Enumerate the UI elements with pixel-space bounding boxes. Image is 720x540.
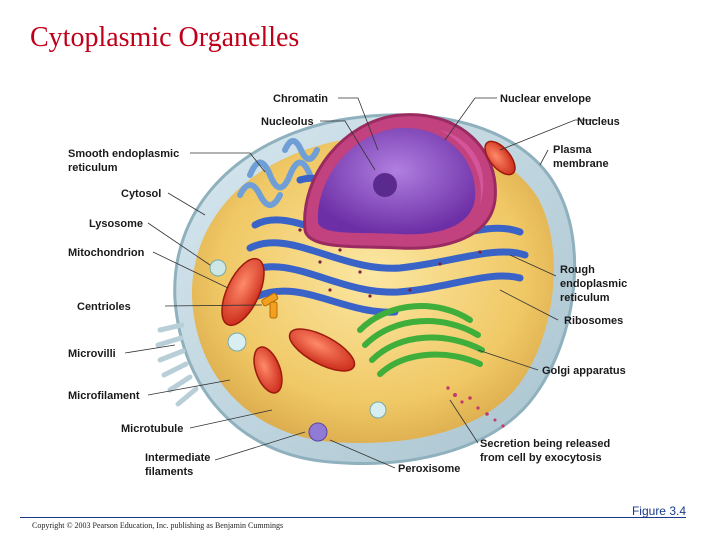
nucleolus-shape <box>373 173 397 197</box>
secretion-granules <box>446 386 505 428</box>
label-microvilli: Microvilli <box>68 348 116 360</box>
centrioles-shape <box>261 292 279 319</box>
vesicle-shape <box>227 332 247 352</box>
label-rough-er-1: Rough <box>560 264 595 276</box>
label-ribosomes: Ribosomes <box>564 315 623 327</box>
label-microfilament: Microfilament <box>68 390 140 402</box>
figure-reference: Figure 3.4 <box>631 504 686 518</box>
label-golgi: Golgi apparatus <box>542 365 626 377</box>
label-intermediate-1: Intermediate <box>145 452 210 464</box>
label-plasma-2: membrane <box>553 158 609 170</box>
label-nucleus: Nucleus <box>577 116 620 128</box>
microvilli-shape <box>155 322 199 407</box>
mitochondria-shapes <box>221 140 516 394</box>
label-secretion-2: from cell by exocytosis <box>480 452 602 464</box>
vesicle-shape <box>369 401 387 419</box>
smooth-er-shape <box>237 138 320 208</box>
label-cytosol: Cytosol <box>121 188 161 200</box>
label-plasma-1: Plasma <box>553 144 592 156</box>
label-nuclear-envelope: Nuclear envelope <box>500 93 591 105</box>
label-lysosome: Lysosome <box>89 218 143 230</box>
label-intermediate-2: filaments <box>145 466 193 478</box>
label-smooth-er-2: reticulum <box>68 162 118 174</box>
label-nucleolus: Nucleolus <box>261 116 314 128</box>
label-centrioles: Centrioles <box>77 301 131 313</box>
footer-rule <box>20 517 686 518</box>
label-secretion-1: Secretion being released <box>480 438 610 450</box>
leader-lines <box>124 97 598 469</box>
golgi-shape <box>357 303 485 377</box>
label-mitochondrion: Mitochondrion <box>68 247 145 259</box>
label-chromatin: Chromatin <box>273 93 328 105</box>
copyright-notice: Copyright © 2003 Pearson Education, Inc.… <box>32 521 284 530</box>
nucleus-shape <box>303 113 497 250</box>
slide-title: Cytoplasmic Organelles <box>30 22 300 53</box>
peroxisome-shape <box>308 422 328 442</box>
label-rough-er-2: endoplasmic <box>560 278 627 290</box>
lysosome-shape <box>209 259 227 277</box>
label-rough-er-3: reticulum <box>560 292 610 304</box>
label-peroxisome: Peroxisome <box>398 463 460 475</box>
label-smooth-er-1: Smooth endoplasmic <box>68 148 179 160</box>
label-microtubule: Microtubule <box>121 423 183 435</box>
